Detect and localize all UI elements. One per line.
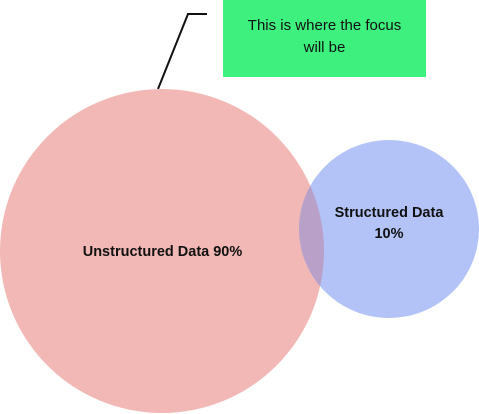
focus-callout-box: This is where the focus will be bbox=[223, 0, 426, 77]
unstructured-data-label: Unstructured Data 90% bbox=[82, 244, 243, 260]
unstructured-data-circle bbox=[0, 89, 324, 413]
callout-connector-line bbox=[157, 13, 207, 90]
focus-callout-text: This is where the focus will be bbox=[247, 16, 402, 56]
structured-data-label: Structured Data 10% bbox=[334, 205, 444, 242]
structured-data-circle bbox=[299, 140, 479, 318]
